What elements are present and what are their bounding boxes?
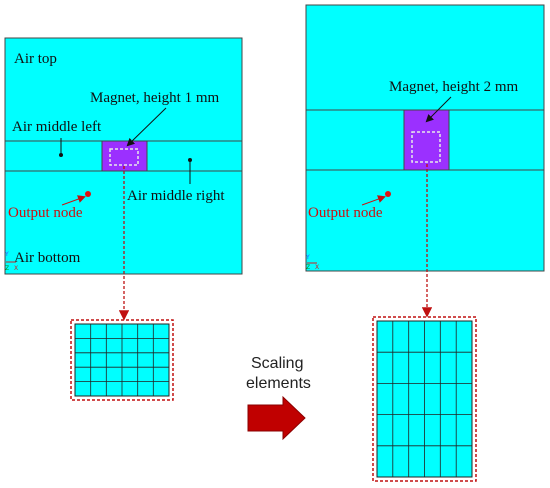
label-air-top: Air top — [14, 51, 57, 67]
right-magnet-label: Magnet, height 2 mm — [389, 79, 518, 95]
left-mesh-grid — [75, 324, 169, 396]
left-axis-y: Y — [4, 251, 9, 258]
scaling-transition: Scaling elements — [246, 355, 311, 441]
right-axis-z: Z — [306, 264, 310, 271]
left-magnet-zoom-box — [109, 148, 139, 166]
right-mesh-box — [372, 316, 477, 482]
left-output-node — [85, 191, 91, 197]
right-model: Magnet, height 2 mm Output node Y Z X — [305, 4, 545, 272]
left-mesh — [70, 319, 174, 401]
left-mesh-box — [70, 319, 174, 401]
left-axis-triad: Y Z X — [4, 251, 18, 272]
label-air-middle-left: Air middle left — [12, 119, 102, 135]
right-axis-x: X — [315, 264, 319, 271]
transition-label-line2: elements — [246, 375, 311, 392]
transition-arrow-icon — [247, 395, 306, 441]
right-magnet-zoom-box — [411, 131, 441, 163]
left-axis-z: Z — [5, 265, 9, 272]
label-air-bottom: Air bottom — [14, 250, 81, 266]
left-model: Air top Air middle left Air middle right… — [4, 37, 243, 275]
right-mesh — [372, 316, 477, 482]
left-magnet-pointer — [126, 107, 167, 147]
left-output-node-label: Output node — [8, 205, 83, 221]
right-output-pointer — [361, 195, 386, 206]
right-axis-y: Y — [305, 254, 310, 261]
right-output-node-label: Output node — [308, 205, 383, 221]
right-magnet-pointer — [425, 96, 452, 123]
left-axis-x: X — [14, 265, 18, 272]
label-air-middle-right: Air middle right — [127, 188, 225, 204]
left-magnet-label: Magnet, height 1 mm — [90, 90, 219, 106]
right-mesh-grid — [377, 321, 472, 477]
right-magnet — [403, 109, 450, 171]
left-output-pointer — [61, 195, 86, 206]
right-axis-triad: Y Z X — [305, 254, 319, 271]
transition-label-line1: Scaling — [251, 355, 303, 372]
right-output-node — [385, 191, 391, 197]
